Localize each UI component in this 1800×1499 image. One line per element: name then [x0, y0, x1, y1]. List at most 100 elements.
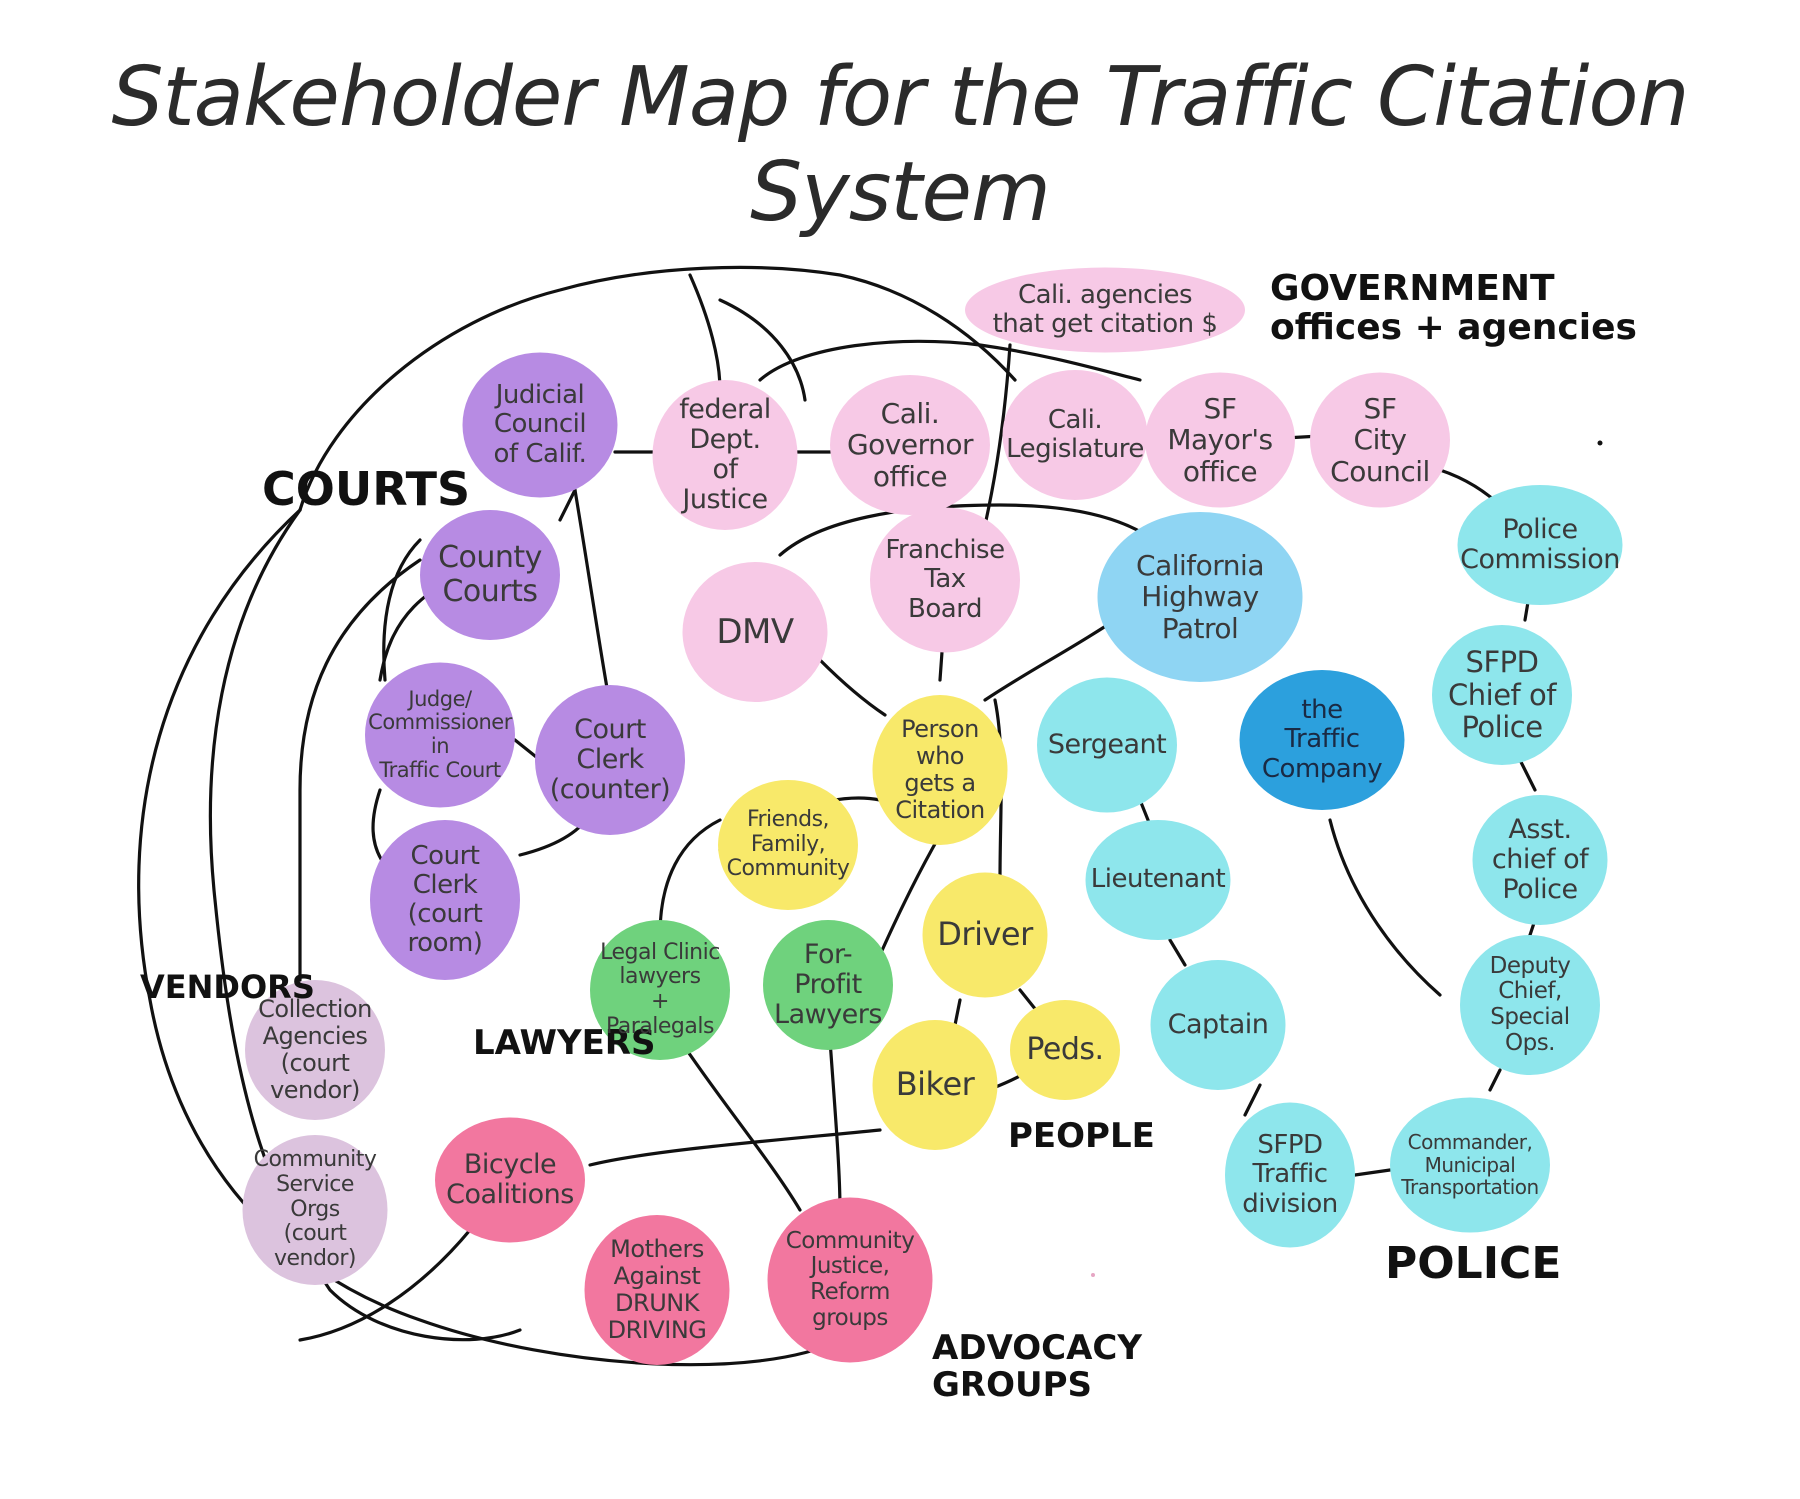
person-connector: [658, 818, 722, 937]
commander-label: Commander, Municipal Transportation: [1401, 1130, 1539, 1200]
outer-loop-connector: [298, 265, 1017, 512]
community-justice-label: Community Justice, Reform groups: [785, 1227, 915, 1331]
court-clerk-counter-node: Court Clerk (counter): [535, 685, 685, 835]
collection-node: Collection Agencies (court vendor): [245, 980, 385, 1120]
arc-connector: [778, 503, 1162, 557]
chp-bubble: [1097, 512, 1303, 682]
group-label-vendors: VENDORS: [140, 968, 315, 1006]
commander-bubble: [1390, 1097, 1550, 1233]
courts-connector: [573, 488, 612, 707]
group-label-police: POLICE: [1385, 1238, 1562, 1289]
court-clerk-room-bubble: [370, 820, 520, 980]
police-connector: [1168, 938, 1187, 967]
top-arc-connector: [758, 339, 1142, 382]
captain-label: Captain: [1167, 1008, 1269, 1040]
for-profit-bubble: [763, 920, 893, 1050]
sf-mayor-node: SF Mayor's office: [1145, 373, 1295, 508]
cali-agencies-label: Cali. agencies that get citation $: [992, 279, 1218, 339]
deputy-chief-bubble: [1460, 935, 1600, 1075]
madd-bubble: [584, 1215, 730, 1365]
sfpd-chief-bubble: [1432, 625, 1572, 765]
sergeant-bubble: [1037, 677, 1177, 813]
deputy-chief-node: Deputy Chief, Special Ops.: [1460, 935, 1600, 1075]
driver-node: Driver: [923, 873, 1048, 998]
friends-family-label: Friends, Family, Community: [726, 807, 850, 882]
police-commission-label: Police Commission: [1460, 513, 1620, 575]
courts-connector: [298, 558, 422, 982]
peds-label: Peds.: [1026, 1032, 1104, 1068]
top-arc-connector: [688, 273, 722, 392]
driver-bubble: [922, 872, 1048, 998]
police-commission-node: Police Commission: [1458, 485, 1623, 605]
person-connector: [818, 658, 887, 717]
group-label-government: GOVERNMENT offices + agencies: [1270, 268, 1637, 348]
franchise-tax-bubble: [870, 507, 1020, 653]
driver-label: Driver: [937, 915, 1033, 954]
sfpd-traffic-node: SFPD Traffic division: [1225, 1103, 1355, 1248]
peds-bubble: [1010, 1000, 1120, 1100]
judge-node: Judge/ Commissioner in Traffic Court: [365, 663, 515, 808]
asst-chief-label: Asst. chief of Police: [1491, 813, 1589, 906]
county-courts-label: County Courts: [438, 540, 542, 609]
sf-mayor-bubble: [1145, 372, 1295, 508]
cali-agencies-bubble: [965, 267, 1245, 353]
dmv-label: DMV: [716, 611, 794, 652]
judicial-council-bubble: [462, 352, 618, 498]
cali-governor-label: Cali. Governor office: [846, 396, 974, 493]
legal-clinic-node: Legal Clinic lawyers + Paralegals: [590, 920, 730, 1060]
police-connector: [1488, 1068, 1502, 1092]
dmv-bubble: [682, 562, 828, 702]
franchise-tax-label: Franchise Tax Board: [885, 535, 1005, 624]
person-connector: [878, 833, 942, 957]
asst-chief-bubble: [1472, 795, 1608, 925]
lawyer-connector: [678, 1038, 802, 1212]
community-service-bubble: [242, 1135, 388, 1285]
court-clerk-room-label: Court Clerk (court room): [407, 840, 483, 959]
federal-doj-label: federal Dept. of Justice: [679, 393, 771, 516]
biker-label: Biker: [895, 1065, 975, 1104]
asst-chief-node: Asst. chief of Police: [1473, 795, 1608, 925]
sfpd-traffic-label: SFPD Traffic division: [1242, 1130, 1338, 1219]
biker-node: Biker: [873, 1020, 998, 1150]
person-citation-bubble: [872, 695, 1008, 845]
dmv-node: DMV: [683, 562, 828, 702]
lieutenant-node: Lieutenant: [1086, 820, 1231, 940]
judicial-council-node: Judicial Council of Calif.: [463, 353, 618, 498]
cali-legislature-bubble: [1002, 370, 1148, 500]
federal-doj-bubble: [652, 380, 798, 530]
map-title: Stakeholder Map for the Traffic Citation…: [111, 50, 1689, 240]
group-label-lawyers: LAWYERS: [473, 1023, 656, 1063]
sf-mayor-label: SF Mayor's office: [1167, 391, 1273, 488]
traffic-company-node: the Traffic Company: [1240, 670, 1405, 810]
court-clerk-counter-label: Court Clerk (counter): [549, 713, 671, 806]
stray-dot: [1091, 1273, 1095, 1277]
outer-loop-connector: [208, 508, 522, 1342]
lieutenant-label: Lieutenant: [1090, 864, 1226, 895]
captain-node: Captain: [1151, 960, 1286, 1090]
advocacy-connector: [298, 1228, 472, 1342]
bicycle-coalitions-node: Bicycle Coalitions: [435, 1118, 585, 1243]
for-profit-label: For-Profit Lawyers: [774, 938, 882, 1031]
police-connector: [1243, 1083, 1262, 1117]
collection-bubble: [245, 980, 385, 1120]
legal-clinic-label: Legal Clinic lawyers + Paralegals: [600, 939, 720, 1039]
franchise-tax-node: Franchise Tax Board: [870, 508, 1020, 653]
courts-connector: [558, 488, 577, 522]
judge-bubble: [365, 662, 515, 808]
people-connector: [588, 1128, 882, 1167]
police-connector: [1353, 1168, 1392, 1177]
cali-governor-node: Cali. Governor office: [830, 375, 990, 515]
top-arc-connector: [718, 298, 807, 402]
biker-bubble: [872, 1020, 998, 1150]
for-profit-node: For-Profit Lawyers: [763, 920, 893, 1050]
cali-legislature-node: Cali. Legislature: [1003, 370, 1148, 500]
outer-loop-connector: [137, 508, 842, 1367]
person-citation-node: Person who gets a Citation: [873, 695, 1008, 845]
county-courts-bubble: [420, 510, 560, 640]
courts-connector: [382, 538, 422, 682]
federal-doj-node: federal Dept. of Justice: [653, 380, 798, 530]
person-citation-label: Person who gets a Citation: [895, 715, 985, 824]
sfpd-chief-label: SFPD Chief of Police: [1448, 645, 1556, 745]
court-clerk-room-node: Court Clerk (court room): [370, 820, 520, 980]
